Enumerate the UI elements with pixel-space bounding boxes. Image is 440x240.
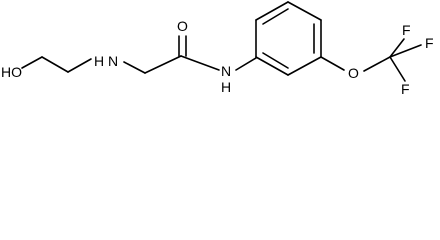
bond-carbonyl-n bbox=[180, 55, 220, 71]
ring-bond-6 bbox=[255, 56, 289, 76]
bond-c2-nh bbox=[67, 58, 92, 73]
carbonyl-oxygen-label: O bbox=[177, 18, 188, 34]
fluorine-right-label: F bbox=[425, 35, 434, 51]
ring-bond-5 bbox=[287, 56, 322, 76]
hydroxyl-label: HO bbox=[1, 64, 22, 80]
fluorine-bottom-label: F bbox=[401, 81, 410, 97]
fluorine-top-label: F bbox=[402, 22, 411, 38]
bond-n-ring bbox=[235, 57, 257, 71]
ring-inner-bond-3 bbox=[262, 52, 289, 69]
bond-c1-c2 bbox=[41, 56, 69, 73]
bond-cf3-f-top bbox=[389, 38, 405, 58]
ring-bond-3 bbox=[287, 1, 322, 21]
bonds bbox=[21, 1, 422, 82]
amide-nitrogen-label: N bbox=[221, 63, 231, 79]
bond-nh-c3 bbox=[123, 61, 146, 74]
bond-cf3-f-bottom bbox=[389, 56, 406, 82]
ring-inner-bond-1 bbox=[262, 8, 289, 25]
ring-bond-2 bbox=[255, 1, 289, 21]
bond-ether-o-cf3 bbox=[363, 56, 391, 72]
chemical-structure: HO H N O N H O F F F bbox=[1, 1, 434, 97]
bond-ho-c1 bbox=[21, 56, 43, 69]
ether-oxygen-label: O bbox=[348, 65, 359, 81]
amide-hydrogen-label: H bbox=[221, 79, 231, 95]
atom-labels: HO H N O N H O F F F bbox=[1, 18, 434, 97]
bond-cf3-f-right bbox=[389, 44, 422, 58]
amine-label: H N bbox=[94, 53, 118, 69]
bond-ring-ether-o bbox=[320, 56, 345, 71]
bond-c3-carbonyl bbox=[144, 55, 182, 74]
